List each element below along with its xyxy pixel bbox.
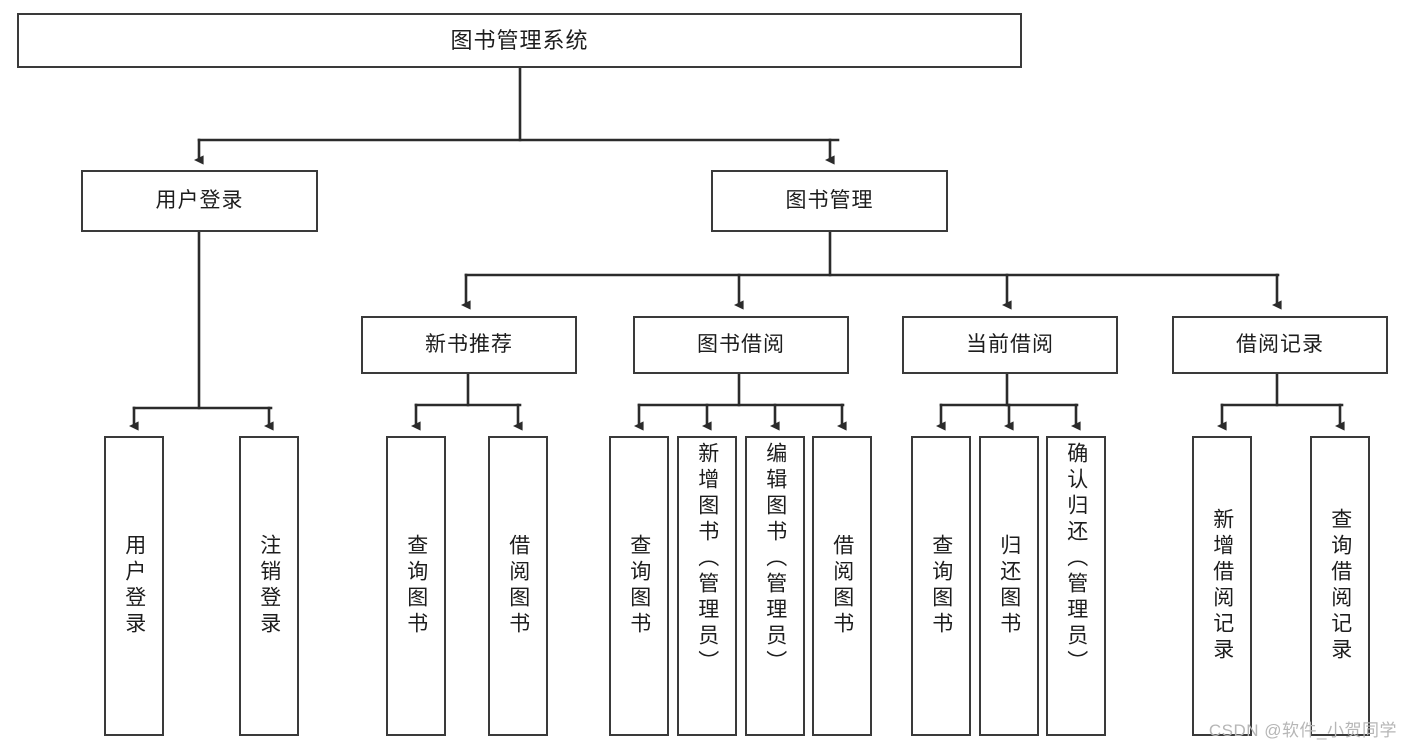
node-new-book-recommend[interactable]: 新书推荐 [361,316,577,374]
node-current-borrow-label: 当前借阅 [966,332,1054,356]
node-leaf-logout-label: 注销登录 [257,534,281,638]
node-leaf-user-login-label: 用户登录 [122,534,146,638]
node-book-borrow[interactable]: 图书借阅 [633,316,849,374]
node-leaf-query-book-recommend[interactable]: 查询图书 [386,436,446,736]
node-book-management-label: 图书管理 [785,188,874,212]
node-leaf-logout[interactable]: 注销登录 [239,436,299,736]
node-root-label: 图书管理系统 [450,27,589,53]
node-leaf-query-borrow-record-label: 查询借阅记录 [1328,508,1352,664]
node-leaf-edit-book-admin-label: 编辑图书（管理员） [763,442,787,676]
node-leaf-confirm-return-admin-label: 确认归还（管理员） [1064,442,1088,676]
node-leaf-user-login[interactable]: 用户登录 [104,436,164,736]
node-book-management[interactable]: 图书管理 [711,170,948,232]
node-leaf-query-borrow-record[interactable]: 查询借阅记录 [1310,436,1370,736]
node-leaf-query-book-borrow[interactable]: 查询图书 [609,436,669,736]
node-leaf-add-book-admin[interactable]: 新增图书（管理员） [677,436,737,736]
node-book-borrow-label: 图书借阅 [697,332,785,356]
node-leaf-edit-book-admin[interactable]: 编辑图书（管理员） [745,436,805,736]
node-borrow-records-label: 借阅记录 [1236,332,1324,356]
node-leaf-lend-book-label: 借阅图书 [830,534,854,638]
node-leaf-lend-book[interactable]: 借阅图书 [812,436,872,736]
node-root-book-management-system[interactable]: 图书管理系统 [17,13,1022,68]
node-user-login[interactable]: 用户登录 [81,170,318,232]
node-leaf-return-book[interactable]: 归还图书 [979,436,1039,736]
node-leaf-add-borrow-record-label: 新增借阅记录 [1210,508,1234,664]
watermark: CSDN @软件_小贺同学 [1208,721,1397,740]
node-leaf-add-book-admin-label: 新增图书（管理员） [695,442,719,676]
node-leaf-query-book-borrow-label: 查询图书 [627,534,651,638]
node-leaf-query-book-current[interactable]: 查询图书 [911,436,971,736]
node-new-book-recommend-label: 新书推荐 [425,332,513,356]
node-borrow-records[interactable]: 借阅记录 [1172,316,1388,374]
node-leaf-return-book-label: 归还图书 [997,534,1021,638]
node-leaf-confirm-return-admin[interactable]: 确认归还（管理员） [1046,436,1106,736]
node-leaf-borrow-book-recommend-label: 借阅图书 [506,534,530,638]
node-leaf-query-book-recommend-label: 查询图书 [404,534,428,638]
node-user-login-label: 用户登录 [155,188,244,212]
node-leaf-add-borrow-record[interactable]: 新增借阅记录 [1192,436,1252,736]
node-leaf-query-book-current-label: 查询图书 [929,534,953,638]
node-current-borrow[interactable]: 当前借阅 [902,316,1118,374]
node-leaf-borrow-book-recommend[interactable]: 借阅图书 [488,436,548,736]
